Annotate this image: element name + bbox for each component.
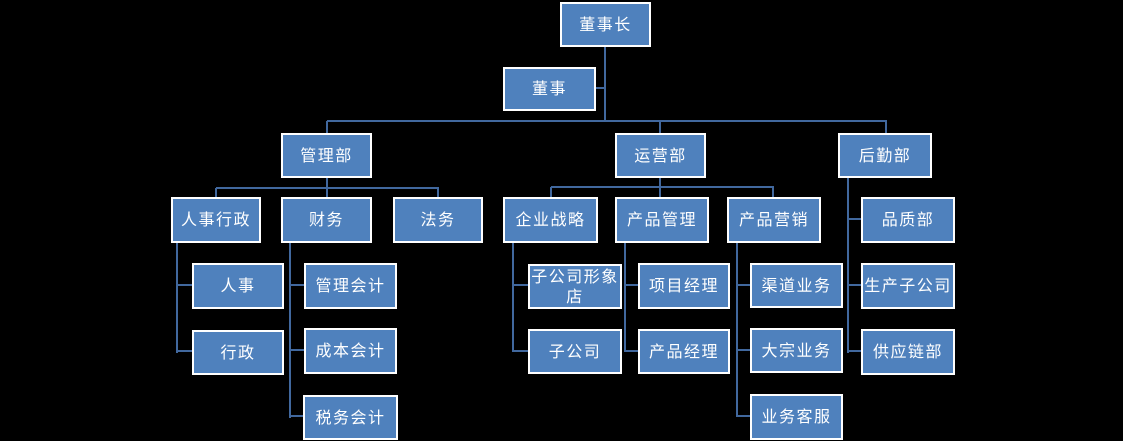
node-admin[interactable]: 行政 [192,330,284,375]
node-management-dept[interactable]: 管理部 [281,133,372,178]
node-product-manager[interactable]: 产品经理 [638,329,730,374]
node-hr[interactable]: 人事 [192,263,284,309]
node-label-channel-business: 渠道业务 [761,275,832,295]
connector-line-horizontal [625,350,639,352]
connector-line-horizontal [596,87,606,89]
node-product-marketing[interactable]: 产品营销 [727,197,821,243]
node-label-product-marketing: 产品营销 [738,210,809,229]
node-finance[interactable]: 财务 [281,197,372,243]
node-logistics-dept[interactable]: 后勤部 [838,133,932,178]
node-cost-accounting[interactable]: 成本会计 [304,328,397,374]
node-label-supply-chain-dept: 供应链部 [872,342,943,361]
connector-line-horizontal [551,186,774,188]
node-tax-accounting[interactable]: 税务会计 [303,395,398,440]
node-label-business-customer-service: 业务客服 [761,407,832,426]
connector-line-horizontal [513,350,529,352]
connector-line-vertical [604,46,606,122]
node-label-finance: 财务 [308,210,344,229]
node-quality-dept[interactable]: 品质部 [861,197,955,243]
node-director[interactable]: 董事 [503,67,596,111]
connector-line-vertical [289,242,291,418]
node-channel-business[interactable]: 渠道业务 [750,263,843,308]
connector-line-horizontal [737,415,751,417]
node-label-logistics-dept: 后勤部 [858,145,912,165]
connector-line-vertical [659,121,661,134]
connector-line-vertical [550,187,552,198]
node-label-chairman: 董事长 [579,14,632,34]
connector-line-horizontal [848,350,862,352]
node-label-corporate-strategy: 企业战略 [515,210,586,229]
node-management-accounting[interactable]: 管理会计 [304,263,397,309]
node-chairman[interactable]: 董事长 [560,2,651,47]
node-label-quality-dept: 品质部 [881,210,935,229]
connector-line-horizontal [216,187,439,189]
connector-line-horizontal [290,284,305,286]
node-label-operations-dept: 运营部 [634,145,687,165]
node-subsidiary-image-store[interactable]: 子公司形象 店 [528,264,622,309]
node-label-hr: 人事 [220,276,256,295]
connector-line-horizontal [848,284,862,286]
node-hr-admin[interactable]: 人事行政 [171,197,261,243]
node-label-cost-accounting: 成本会计 [315,341,386,360]
connector-line-horizontal [327,120,887,122]
node-project-manager[interactable]: 项目经理 [638,263,730,309]
node-corporate-strategy[interactable]: 企业战略 [503,197,598,243]
connector-line-vertical [512,243,514,352]
connector-line-horizontal [513,284,529,286]
connector-line-vertical [772,187,774,198]
connector-line-vertical [885,121,887,134]
connector-line-vertical [176,242,178,353]
node-label-hr-admin: 人事行政 [180,210,251,229]
node-label-management-dept: 管理部 [300,145,353,165]
node-label-product-management: 产品管理 [626,210,697,229]
connector-line-vertical [847,177,849,353]
node-business-customer-service[interactable]: 业务客服 [750,394,843,440]
node-label-subsidiary: 子公司 [548,341,602,361]
node-bulk-business[interactable]: 大宗业务 [750,328,843,373]
connector-line-horizontal [177,284,193,286]
connector-line-horizontal [625,284,639,286]
connector-line-horizontal [290,415,304,417]
connector-line-vertical [736,243,738,417]
connector-line-horizontal [737,349,751,351]
node-production-subsidiary[interactable]: 生产子公司 [861,263,955,309]
node-label-management-accounting: 管理会计 [315,276,386,295]
node-label-project-manager: 项目经理 [648,276,719,295]
node-label-admin: 行政 [220,342,256,362]
node-product-management[interactable]: 产品管理 [615,197,709,243]
node-label-product-manager: 产品经理 [648,341,719,361]
node-label-production-subsidiary: 生产子公司 [864,276,952,295]
connector-line-vertical [326,121,328,134]
connector-line-horizontal [177,350,193,352]
connector-line-vertical [437,188,439,198]
node-label-legal: 法务 [420,210,456,229]
node-label-subsidiary-image-store: 子公司形象 店 [531,266,619,306]
node-label-bulk-business: 大宗业务 [761,340,832,360]
connector-line-horizontal [737,284,751,286]
node-operations-dept[interactable]: 运营部 [615,133,706,178]
node-supply-chain-dept[interactable]: 供应链部 [861,329,955,375]
connector-line-horizontal [290,349,305,351]
node-label-director: 董事 [531,79,567,98]
node-label-tax-accounting: 税务会计 [315,407,386,427]
connector-line-vertical [215,188,217,198]
connector-line-vertical [624,243,626,352]
connector-line-horizontal [848,218,862,220]
node-subsidiary[interactable]: 子公司 [528,329,622,374]
node-legal[interactable]: 法务 [393,197,483,243]
